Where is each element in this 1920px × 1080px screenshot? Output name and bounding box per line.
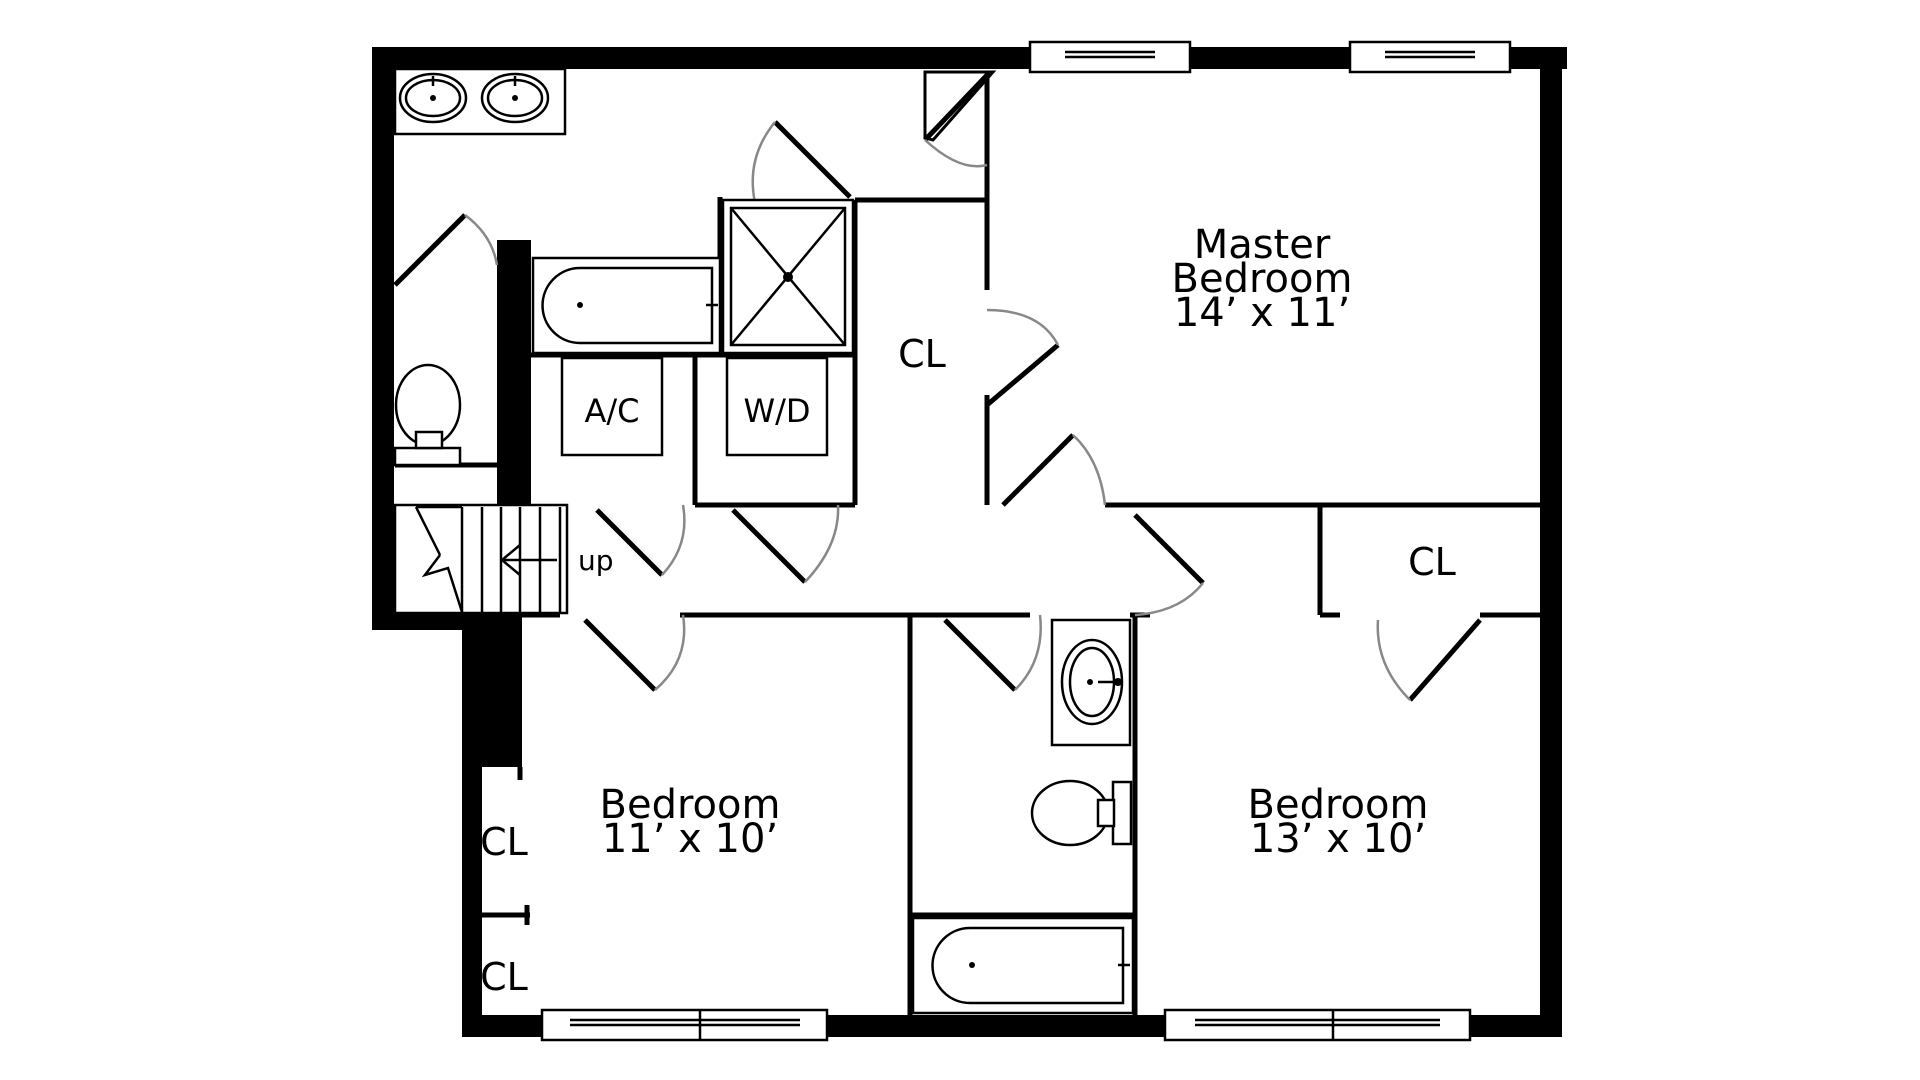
door-master-entry <box>923 70 997 168</box>
bedroom-left-name: Bedroom <box>600 782 781 828</box>
interior-walls <box>395 72 1540 1015</box>
label-master-bedroom: Master Bedroom 14’ x 11’ <box>1172 222 1353 336</box>
ac-unit: A/C <box>560 356 664 457</box>
door-bathroom-bottom <box>943 614 1042 692</box>
label-bedroom-left: Bedroom 11’ x 10’ <box>600 782 781 862</box>
master-bedroom-name: Master <box>1194 222 1331 268</box>
washer-dryer: W/D <box>725 356 829 457</box>
double-vanity <box>393 67 567 136</box>
bathroom-sink-lower <box>1050 618 1132 747</box>
door-wd <box>731 504 840 584</box>
bedroom-right-name: Bedroom <box>1248 782 1429 828</box>
closet-left-upper-label: CL <box>480 820 528 864</box>
door-hall-right <box>1133 513 1205 617</box>
closet-right-label: CL <box>1408 540 1456 584</box>
window-top-left <box>1028 40 1192 74</box>
window-bottom-right <box>1163 1008 1472 1042</box>
bedroom-right-size: 13’ x 10’ <box>1250 816 1426 862</box>
wd-label: W/D <box>743 392 810 430</box>
window-top-right <box>1348 40 1512 74</box>
door-closet-right <box>1376 618 1482 702</box>
closet-center-label: CL <box>898 332 946 376</box>
stairs: up <box>393 503 614 615</box>
master-bedroom-size: 14’ x 11’ <box>1174 290 1350 336</box>
door-ac <box>595 504 686 577</box>
door-bathroom-top <box>393 213 499 287</box>
label-bedroom-right: Bedroom 13’ x 10’ <box>1248 782 1429 862</box>
bathtub-lower <box>911 916 1135 1015</box>
door-master-hall <box>1001 433 1107 507</box>
bathtub-upper <box>531 256 722 355</box>
shower <box>721 198 855 355</box>
closet-left-lower-label: CL <box>480 955 528 999</box>
door-bedroom-left <box>583 614 686 692</box>
toilet-lower <box>1030 779 1133 847</box>
bedroom-left-size: 11’ x 10’ <box>602 816 778 862</box>
toilet-upper <box>393 363 462 467</box>
door-master-closet <box>985 308 1060 407</box>
ac-label: A/C <box>584 392 639 430</box>
stairs-up-label: up <box>578 544 614 577</box>
window-bottom-left <box>540 1008 829 1042</box>
master-bedroom-name-2: Bedroom <box>1172 256 1353 302</box>
